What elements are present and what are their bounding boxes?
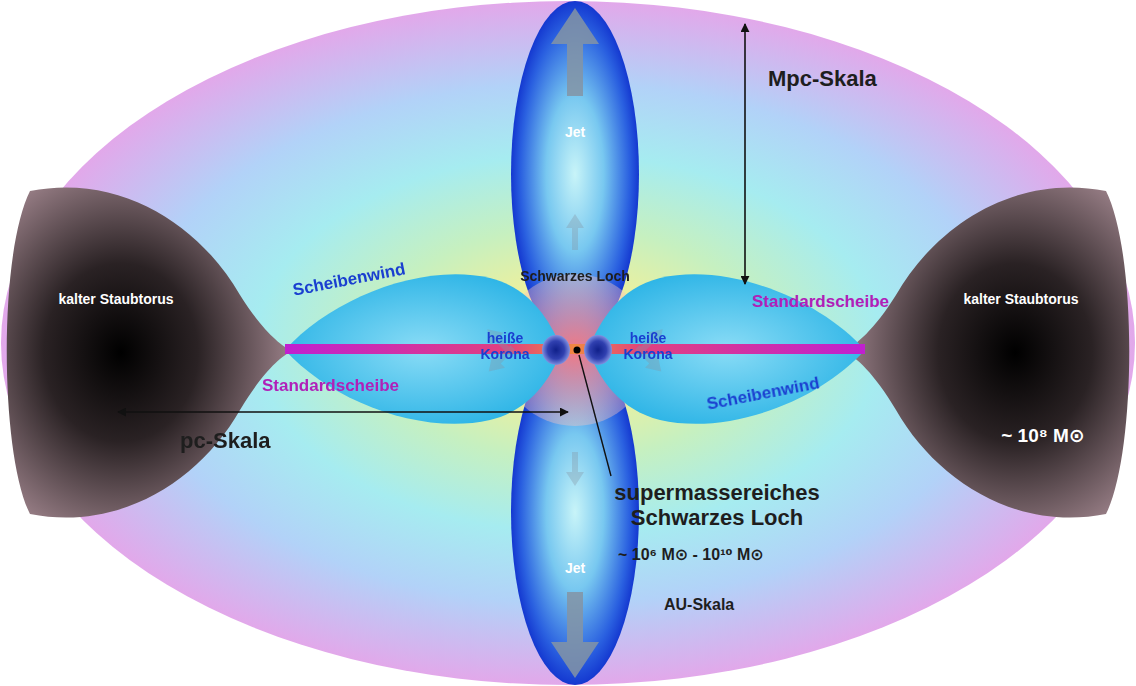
region-label: heiße Korona <box>615 330 681 362</box>
jet-lobe <box>511 339 639 685</box>
torus-label: kalter Staubtorus <box>58 291 174 307</box>
scale-arrow <box>744 24 746 284</box>
region-label: Schwarzes Loch <box>520 268 630 284</box>
mass-range: ~ 10⁶ M⊙ - 10¹⁰ M⊙ <box>618 546 764 564</box>
black-hole-dot <box>574 347 581 354</box>
scale-arrow <box>118 411 568 413</box>
corona-blob <box>584 335 612 365</box>
mass-value: ~ 10⁸ M⊙ <box>981 425 1105 447</box>
region-label: Standardscheibe <box>752 292 889 312</box>
corona-blob <box>542 335 570 365</box>
torus-label: kalter Staubtorus <box>963 291 1079 307</box>
jet-label: Jet <box>545 560 605 576</box>
node-outline <box>841 185 1136 520</box>
jet-label: Jet <box>545 124 605 140</box>
dust-torus-node: kalter Staubtorus <box>0 185 295 520</box>
scale-label: Mpc-Skala <box>768 66 877 91</box>
accretion-disk <box>285 344 865 354</box>
jet-lobe <box>511 1 639 347</box>
region-label: heiße Korona <box>472 330 538 362</box>
dust-torus <box>7 187 292 517</box>
dust-torus <box>844 187 1129 517</box>
node-outline <box>0 185 295 520</box>
scale-label: AU-Skala <box>664 596 734 614</box>
dust-torus-node: kalter Staubtorus ~ 10⁸ M⊙ <box>841 185 1136 520</box>
title-callout: supermassereiches Schwarzes Loch <box>592 480 842 531</box>
region-label: Standardscheibe <box>262 376 399 396</box>
scale-label: pc-Skala <box>180 428 271 453</box>
